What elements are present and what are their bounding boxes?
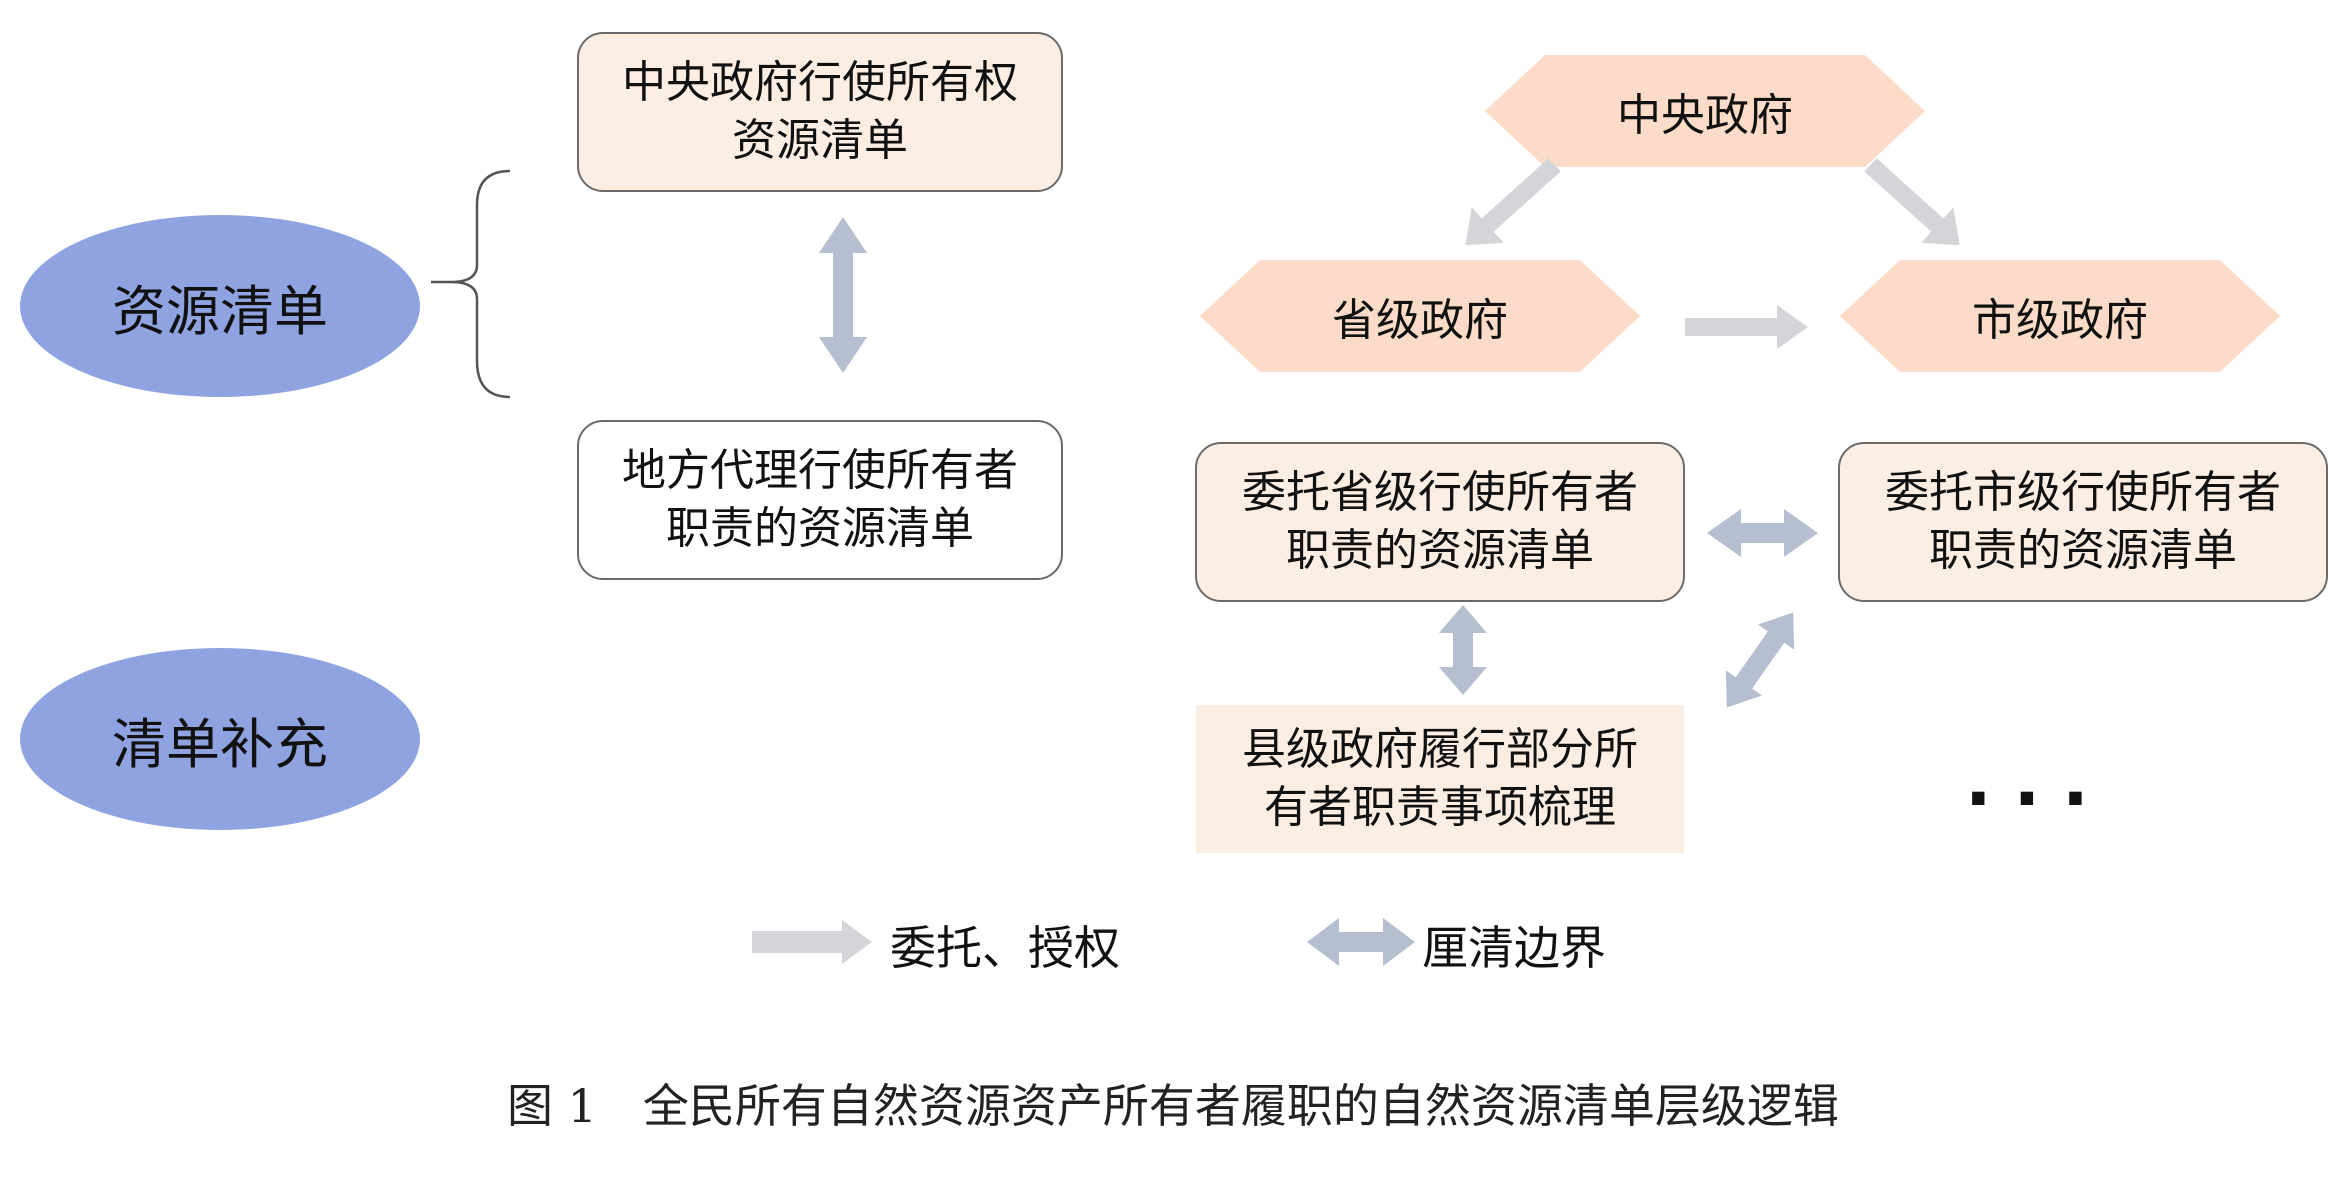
municipal-entrusted-list-box: 委托市级行使所有者 职责的资源清单 (1838, 442, 2328, 602)
central-government-label: 中央政府 (1617, 90, 1793, 141)
list-supplement-label: 清单补充 (112, 712, 328, 776)
resource-list-label: 资源清单 (112, 279, 328, 343)
legend-delegate-arrow (752, 920, 872, 964)
provincial-entrusted-list-box: 委托省级行使所有者 职责的资源清单 (1195, 442, 1685, 602)
provincial-government-label: 省级政府 (1332, 295, 1508, 346)
delegate-arrow-central-to-provincial (1465, 158, 1561, 246)
boundary-arrow-provincial-county (1439, 605, 1487, 695)
central-government-hex: 中央政府 (1485, 55, 1925, 167)
boundary-arrow-county-municipal (1725, 612, 1795, 708)
boundary-arrow-provincial-municipal (1707, 509, 1818, 557)
curly-brace (431, 169, 511, 399)
delegate-arrow-central-to-municipal (1864, 158, 1960, 246)
list-supplement-ellipse: 清单补充 (20, 648, 420, 830)
legend-delegate-label: 委托、授权 (890, 921, 1120, 975)
legend-boundary-arrow (1307, 918, 1415, 966)
legend-boundary-label: 厘清边界 (1422, 921, 1606, 975)
boundary-arrow-vertical-left (819, 217, 867, 373)
delegate-arrow-provincial-to-municipal (1685, 305, 1808, 349)
local-agent-list-box: 地方代理行使所有者 职责的资源清单 (577, 420, 1063, 580)
municipal-government-hex: 市级政府 (1840, 260, 2280, 372)
county-duties-sorting-box: 县级政府履行部分所 有者职责事项梳理 (1196, 705, 1684, 853)
continuation-ellipsis: ... (1965, 740, 2111, 822)
municipal-government-label: 市级政府 (1972, 295, 2148, 346)
figure-caption: 图 1 全民所有自然资源资产所有者履职的自然资源清单层级逻辑 (507, 1079, 1839, 1133)
resource-list-ellipse: 资源清单 (20, 215, 420, 397)
central-ownership-list-box: 中央政府行使所有权 资源清单 (577, 32, 1063, 192)
provincial-government-hex: 省级政府 (1200, 260, 1640, 372)
